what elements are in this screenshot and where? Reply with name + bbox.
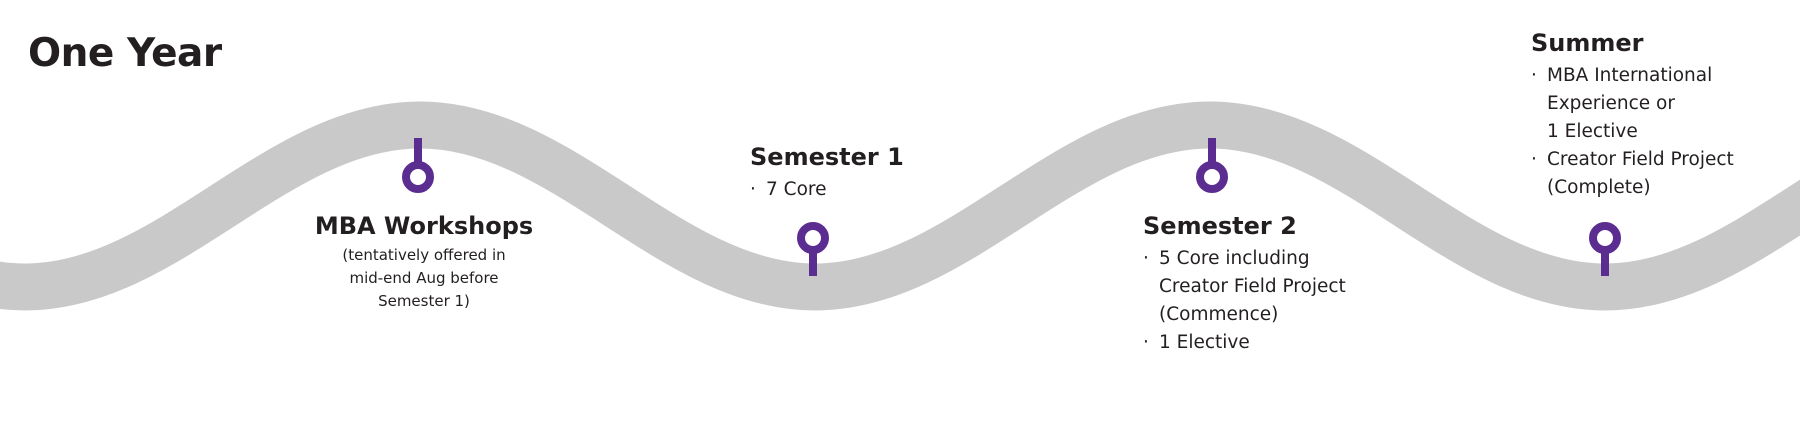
milestone-title: Semester 2	[1143, 212, 1297, 240]
milestone-bullets: · 5 Core including Creator Field Project…	[1143, 245, 1346, 357]
timeline-pin-icon	[797, 222, 829, 276]
page-title: One Year	[28, 31, 222, 76]
bullet-item: · 1 Elective	[1143, 329, 1346, 357]
bullet-text: 5 Core including Creator Field Project (…	[1159, 248, 1346, 325]
subtitle-line: Semester 1)	[378, 292, 470, 310]
milestone-title: Summer	[1531, 29, 1644, 57]
bullet-text: MBA International Experience or 1 Electi…	[1547, 65, 1713, 142]
bullet-dot: ·	[1531, 149, 1537, 170]
pin-ring	[797, 222, 829, 254]
bullet-item: · Creator Field Project (Complete)	[1531, 146, 1734, 202]
milestone-subtitle: (tentatively offered in mid-end Aug befo…	[264, 244, 584, 313]
milestone-bullets: · MBA International Experience or 1 Elec…	[1531, 62, 1734, 202]
bullet-text: 7 Core	[766, 179, 827, 200]
bullet-item: · 7 Core	[750, 176, 904, 204]
milestone-summer: Summer · MBA International Experience or…	[1531, 28, 1734, 202]
timeline-pin-icon	[1196, 138, 1228, 193]
bullet-dot: ·	[750, 179, 756, 200]
pin-ring	[1196, 161, 1228, 193]
pin-ring	[1589, 222, 1621, 254]
bullet-text: 1 Elective	[1159, 332, 1250, 353]
bullet-text: Creator Field Project (Complete)	[1547, 149, 1734, 198]
bullet-dot: ·	[1531, 65, 1537, 86]
bullet-dot: ·	[1143, 248, 1149, 269]
milestone-title: Semester 1	[750, 143, 904, 171]
milestone-semester-2: Semester 2 · 5 Core including Creator Fi…	[1143, 211, 1346, 357]
bullet-item: · MBA International Experience or 1 Elec…	[1531, 62, 1734, 146]
subtitle-line: mid-end Aug before	[349, 269, 499, 287]
timeline-pin-icon	[402, 138, 434, 193]
milestone-semester-1: Semester 1 · 7 Core	[750, 142, 904, 204]
milestone-mba-workshops: MBA Workshops (tentatively offered in mi…	[264, 211, 584, 313]
pin-ring	[402, 161, 434, 193]
bullet-item: · 5 Core including Creator Field Project…	[1143, 245, 1346, 329]
milestone-title: MBA Workshops	[314, 212, 534, 240]
bullet-dot: ·	[1143, 332, 1149, 353]
timeline-pin-icon	[1589, 222, 1621, 276]
milestone-bullets: · 7 Core	[750, 176, 904, 204]
subtitle-line: (tentatively offered in	[342, 246, 506, 264]
timeline-wave-path	[0, 101, 1800, 311]
